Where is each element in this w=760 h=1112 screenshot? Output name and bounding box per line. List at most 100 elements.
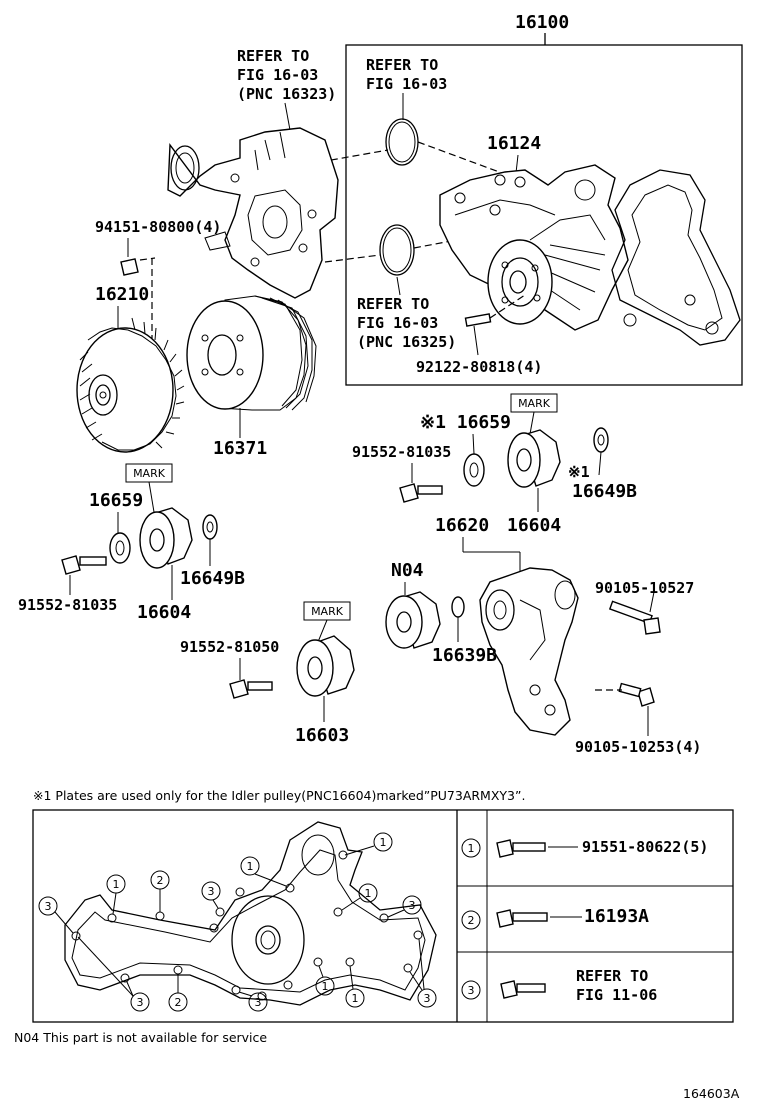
svg-text:1: 1	[380, 836, 387, 849]
bolt-90105-10527	[608, 600, 661, 635]
bolt-callout-3: 3	[409, 938, 437, 1008]
svg-text:2: 2	[175, 996, 182, 1009]
svg-text:3: 3	[424, 992, 431, 1005]
svg-text:FIG 16-03: FIG 16-03	[366, 75, 447, 93]
bolt-90105-10253	[618, 682, 655, 707]
label-94151: 94151-80800(4)	[95, 218, 221, 236]
svg-text:1: 1	[352, 992, 359, 1005]
svg-text:2: 2	[468, 914, 475, 927]
legend-row-2: 2 16193A	[461, 906, 649, 930]
idler-pulley-n04	[385, 591, 441, 649]
label-16659-plate-upper: ※1 16659	[420, 412, 511, 433]
tensioner-16620	[479, 567, 579, 736]
label-16210: 16210	[95, 284, 149, 305]
svg-text:1: 1	[322, 980, 329, 993]
refer-label-16323: REFER TO FIG 16-03 (PNC 16323)	[237, 47, 336, 103]
plate-16649b-upper	[593, 427, 609, 453]
bolt-callout-3: 3	[38, 896, 74, 934]
bolt-callout-2: 2	[150, 870, 170, 912]
water-pump-hub	[487, 239, 553, 325]
svg-text:2: 2	[157, 874, 164, 887]
plate-16639b	[451, 596, 465, 618]
svg-text:REFER TO: REFER TO	[237, 47, 309, 65]
plate-16659-left	[109, 532, 131, 564]
label-90105-10527: 90105-10527	[595, 579, 694, 597]
label-91552-left: 91552-81035	[18, 596, 117, 614]
label-16649b-left: 16649B	[180, 568, 245, 589]
plate-16659-upper	[463, 453, 485, 487]
water-inlet-housing	[167, 127, 339, 299]
svg-text:FIG 16-03: FIG 16-03	[237, 66, 318, 84]
svg-text:FIG 16-03: FIG 16-03	[357, 314, 438, 332]
figure-id: 164603A	[683, 1086, 740, 1101]
bolt-callout-3: 3	[387, 895, 422, 918]
label-16649b-upper: 16649B	[572, 481, 637, 502]
svg-text:3: 3	[45, 900, 52, 913]
idler-pulley-16604-left	[139, 507, 193, 569]
refer-label-16325: REFER TO FIG 16-03 (PNC 16325)	[357, 295, 456, 351]
svg-text:1: 1	[365, 887, 372, 900]
legend-text-3a: REFER TO	[576, 967, 648, 985]
label-n04: N04	[391, 560, 424, 581]
refer-label-oring-top: REFER TO FIG 16-03	[366, 56, 447, 93]
svg-text:3: 3	[409, 899, 416, 912]
mark-box-16603: MARK	[303, 601, 351, 621]
svg-text:MARK: MARK	[311, 605, 344, 618]
bolt-layout-box	[32, 809, 734, 1023]
water-pump-gasket	[611, 169, 741, 346]
bolt-callout-3: 3	[201, 881, 221, 909]
bolt-91552-left	[61, 555, 107, 575]
label-16659-left: 16659	[89, 490, 143, 511]
label-16124: 16124	[487, 133, 541, 154]
stud-92122	[464, 294, 526, 327]
bolt-94151	[120, 258, 139, 276]
bolt-callout-1: 1	[315, 965, 335, 996]
svg-text:REFER TO: REFER TO	[357, 295, 429, 313]
svg-text:MARK: MARK	[518, 397, 551, 410]
label-16604-left: 16604	[137, 602, 191, 623]
legend-text-3b: FIG 11-06	[576, 986, 657, 1004]
label-90105-10253: 90105-10253(4)	[575, 738, 701, 756]
bolt-callout-1: 1	[344, 832, 393, 856]
legend-text-1: 91551-80622(5)	[582, 838, 708, 856]
legend-row-3: 3 REFER TO FIG 11-06	[461, 967, 657, 1004]
note-mark-16649b-upper: ※1	[568, 463, 590, 481]
pump-bolt-layout-outline	[64, 821, 437, 1006]
water-pump-assembly-box	[345, 33, 743, 386]
svg-text:1: 1	[247, 860, 254, 873]
bolt-callout-1: 1	[341, 883, 378, 911]
svg-text:3: 3	[137, 996, 144, 1009]
bolt-callout-3: 3	[126, 981, 150, 1012]
idler-pulley-16603	[296, 635, 355, 697]
label-16371: 16371	[213, 438, 267, 459]
bolt-91552-81050	[229, 679, 273, 699]
label-16639b: 16639B	[432, 645, 497, 666]
water-pump-pulley-16371	[186, 295, 317, 411]
bolt-callout-1: 1	[240, 856, 287, 887]
bolt-callout-1: 1	[345, 965, 365, 1008]
plate-16649b-left	[202, 514, 218, 540]
bolt-callout-3	[77, 936, 134, 997]
svg-text:3: 3	[208, 885, 215, 898]
bolt-91552-upper	[399, 483, 443, 503]
svg-text:(PNC 16323): (PNC 16323)	[237, 85, 336, 103]
label-16604-upper: 16604	[507, 515, 561, 536]
bolt-callout-1: 1	[106, 874, 126, 915]
svg-text:3: 3	[255, 996, 262, 1009]
mark-box-left: MARK	[125, 463, 173, 483]
svg-text:(PNC 16325): (PNC 16325)	[357, 333, 456, 351]
svg-text:3: 3	[468, 984, 475, 997]
svg-text:1: 1	[113, 878, 120, 891]
label-16100: 16100	[515, 12, 569, 33]
label-91552-upper: 91552-81035	[352, 443, 451, 461]
fan-clutch-16210	[76, 317, 185, 453]
svg-text:1: 1	[468, 842, 475, 855]
o-ring-bottom	[379, 224, 415, 276]
label-91552-81050: 91552-81050	[180, 638, 279, 656]
legend-text-2: 16193A	[584, 906, 649, 927]
note-plates: ※1 Plates are used only for the Idler pu…	[33, 788, 525, 803]
label-92122: 92122-80818(4)	[416, 358, 542, 376]
note-n04: N04 This part is not available for servi…	[14, 1030, 267, 1045]
svg-text:MARK: MARK	[133, 467, 166, 480]
